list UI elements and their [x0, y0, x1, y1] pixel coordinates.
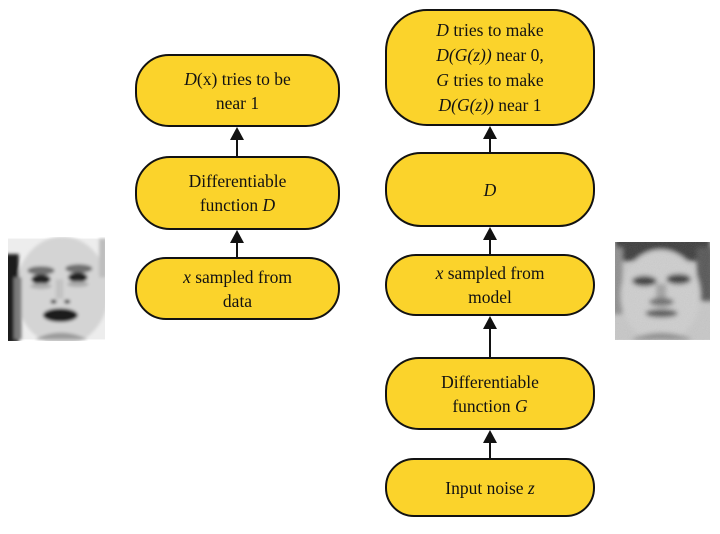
node-text-line: Differentiable [189, 169, 287, 193]
arrow-up-icon [481, 227, 499, 254]
node-text: D [436, 19, 449, 40]
node-text: D [262, 195, 276, 215]
arrow-shaft [488, 327, 492, 357]
node-text-line: Differentiable [441, 370, 539, 394]
node-text: data [222, 290, 253, 311]
node-data-sample: x sampled from data [135, 257, 340, 320]
arrow-head-icon [230, 127, 244, 140]
node-text: near 1 [493, 94, 542, 115]
node-discriminator: Differentiable function D [135, 156, 340, 230]
arrow-shaft [235, 138, 239, 156]
node-text: function [199, 195, 263, 215]
node-text: near 0, [491, 44, 544, 65]
arrow-shaft [488, 137, 492, 152]
node-text-line: near 1 [216, 91, 259, 115]
node-text: Input noise [445, 477, 528, 498]
node-noise-input: Input noise z [385, 458, 595, 517]
node-text: D(G(z)) [436, 44, 492, 65]
node-text: sampled from [190, 266, 292, 287]
arrow-shaft [488, 441, 492, 458]
node-text-line: x sampled from [183, 265, 292, 289]
node-real-output: D(x) tries to be near 1 [135, 54, 340, 127]
node-text: sampled from [443, 263, 545, 283]
arrow-shaft [235, 241, 239, 257]
arrow-up-icon [481, 430, 499, 458]
arrow-head-icon [230, 230, 244, 243]
node-text: function [452, 395, 516, 416]
arrow-up-icon [228, 230, 246, 257]
arrow-head-icon [483, 227, 497, 240]
arrow-up-icon [481, 126, 499, 152]
node-text-line: model [468, 285, 512, 309]
node-text: D [184, 68, 197, 89]
node-text: x [183, 266, 191, 287]
node-text-line: data [223, 289, 252, 313]
node-text: D [483, 179, 497, 200]
node-text: Differentiable [188, 171, 287, 191]
arrow-head-icon [483, 430, 497, 443]
node-generator: Differentiable function G [385, 357, 595, 430]
node-text: tries to make [448, 19, 544, 40]
node-text-line: function D [200, 193, 275, 217]
node-text-line: D(x) tries to be [184, 67, 290, 91]
node-text-line: D(G(z)) near 1 [438, 93, 541, 118]
node-text-line: D tries to make [436, 18, 543, 43]
node-text-line: Input noise z [445, 476, 534, 500]
arrow-head-icon [483, 126, 497, 139]
node-text: tries to make [448, 69, 544, 90]
node-text-line: G tries to make [436, 68, 543, 93]
node-text: (x) tries to be [196, 68, 291, 89]
node-text: D(G(z)) [438, 94, 494, 115]
node-text: x [435, 263, 444, 283]
node-discriminator-d: D [385, 152, 595, 227]
arrow-up-icon [228, 127, 246, 156]
arrow-shaft [488, 238, 492, 254]
node-text: near 1 [215, 92, 260, 113]
arrow-head-icon [483, 316, 497, 329]
node-text: z [527, 477, 535, 498]
node-fake-output: D tries to make D(G(z)) near 0, G tries … [385, 9, 595, 126]
node-text-line: function G [452, 394, 527, 418]
node-text: Differentiable [441, 371, 539, 392]
real-face-image [8, 237, 105, 341]
node-text: G [436, 69, 449, 90]
generated-face-image [615, 242, 710, 340]
node-model-sample: x sampled from model [385, 254, 595, 316]
node-text: model [468, 287, 512, 307]
arrow-up-icon [481, 316, 499, 357]
node-text-line: D(G(z)) near 0, [436, 43, 543, 68]
node-text: G [515, 395, 528, 416]
node-text-line: x sampled from [436, 261, 545, 285]
node-text-line: D [484, 178, 497, 202]
